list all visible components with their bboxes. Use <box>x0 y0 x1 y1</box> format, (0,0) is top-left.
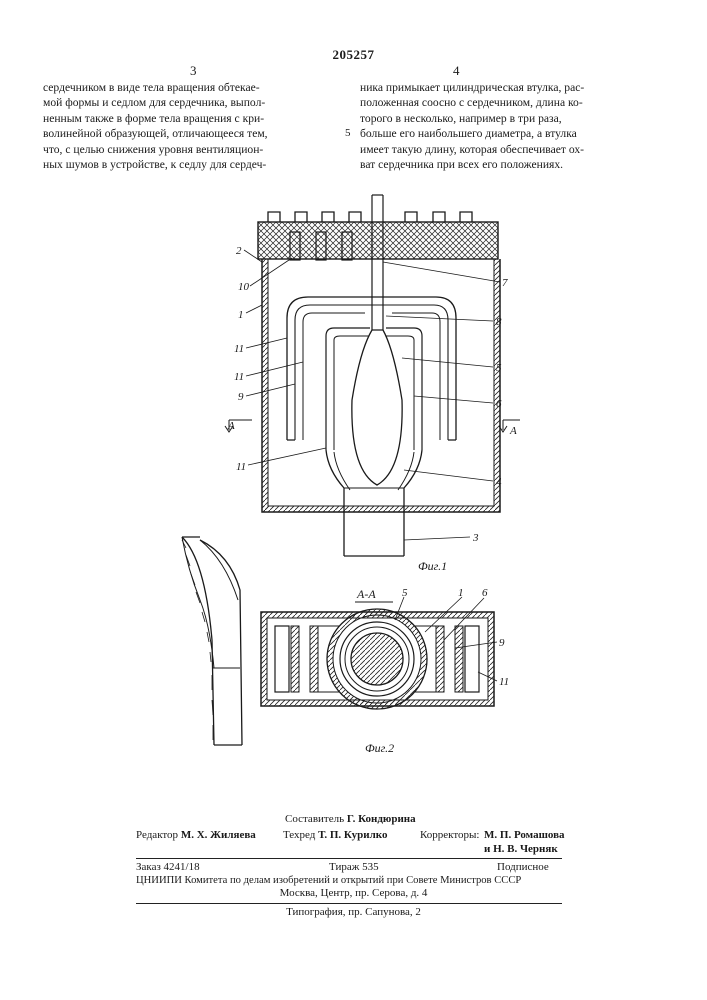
fig2-label-11: 11 <box>499 676 509 688</box>
fig1-label-10: 10 <box>238 281 250 293</box>
patent-drawing: 2 10 1 11 11 9 11 7 8 5 6 4 3 А А Фиг.1 <box>0 0 707 800</box>
fig1-label-5: 5 <box>496 362 502 374</box>
fig1-label-3: 3 <box>472 532 479 544</box>
institute: ЦНИИПИ Комитета по делам изобретений и о… <box>136 874 562 887</box>
address: Москва, Центр, пр. Серова, д. 4 <box>0 887 707 900</box>
fig2-label-5: 5 <box>402 587 408 599</box>
footer-rule-bottom <box>136 903 562 904</box>
editor-label: Редактор <box>136 829 178 841</box>
circulation: Тираж 535 <box>329 861 379 874</box>
subscription: Подписное <box>497 861 549 874</box>
techred-name: Т. П. Курилко <box>318 829 387 841</box>
fig1-label-4: 4 <box>496 476 502 488</box>
figure-2 <box>261 597 497 709</box>
section-label: А-А <box>356 587 376 601</box>
outlet-pipe <box>344 512 404 556</box>
fig1-caption: Фиг.1 <box>418 559 447 573</box>
section-mark-left: А <box>227 420 235 432</box>
printer: Типография, пр. Сапунова, 2 <box>0 906 707 919</box>
compiler-line: Составитель Г. Кондюрина <box>285 813 416 826</box>
fig1-label-6: 6 <box>496 398 502 410</box>
core <box>352 330 402 485</box>
techred-line: Техред Т. П. Курилко <box>283 829 387 842</box>
fig2-label-6: 6 <box>482 587 488 599</box>
fig1-label-8: 8 <box>496 316 502 328</box>
figure-1 <box>225 195 520 556</box>
compiler-label: Составитель <box>285 813 344 825</box>
fig1-label-11b: 11 <box>234 371 244 383</box>
fig1-label-2: 2 <box>236 245 242 257</box>
core-section <box>351 633 403 685</box>
editor-name: М. Х. Жиляева <box>181 829 256 841</box>
editor-line: Редактор М. Х. Жиляева <box>136 829 256 842</box>
section-mark-right: А <box>509 425 517 437</box>
fig1-label-11a: 11 <box>234 343 244 355</box>
correctors-label: Корректоры: <box>420 829 479 842</box>
fig2-caption: Фиг.2 <box>365 741 394 755</box>
techred-label: Техред <box>283 829 315 841</box>
fig1-label-9: 9 <box>238 391 244 403</box>
corrector-1: М. П. Ромашова <box>484 829 565 842</box>
fig1-label-7: 7 <box>502 277 508 289</box>
cover-plate <box>258 222 498 259</box>
corrector-2: и Н. В. Черняк <box>484 843 558 856</box>
compiler-name: Г. Кондюрина <box>347 813 416 825</box>
core-profile <box>182 537 242 745</box>
fig2-label-9: 9 <box>499 637 505 649</box>
fig1-label-1: 1 <box>238 309 244 321</box>
top-teeth <box>268 212 472 222</box>
fig1-label-11c: 11 <box>236 461 246 473</box>
fig2-label-1: 1 <box>458 587 464 599</box>
footer-rule-top <box>136 858 562 859</box>
rod <box>372 195 383 330</box>
order-number: Заказ 4241/18 <box>136 861 200 874</box>
